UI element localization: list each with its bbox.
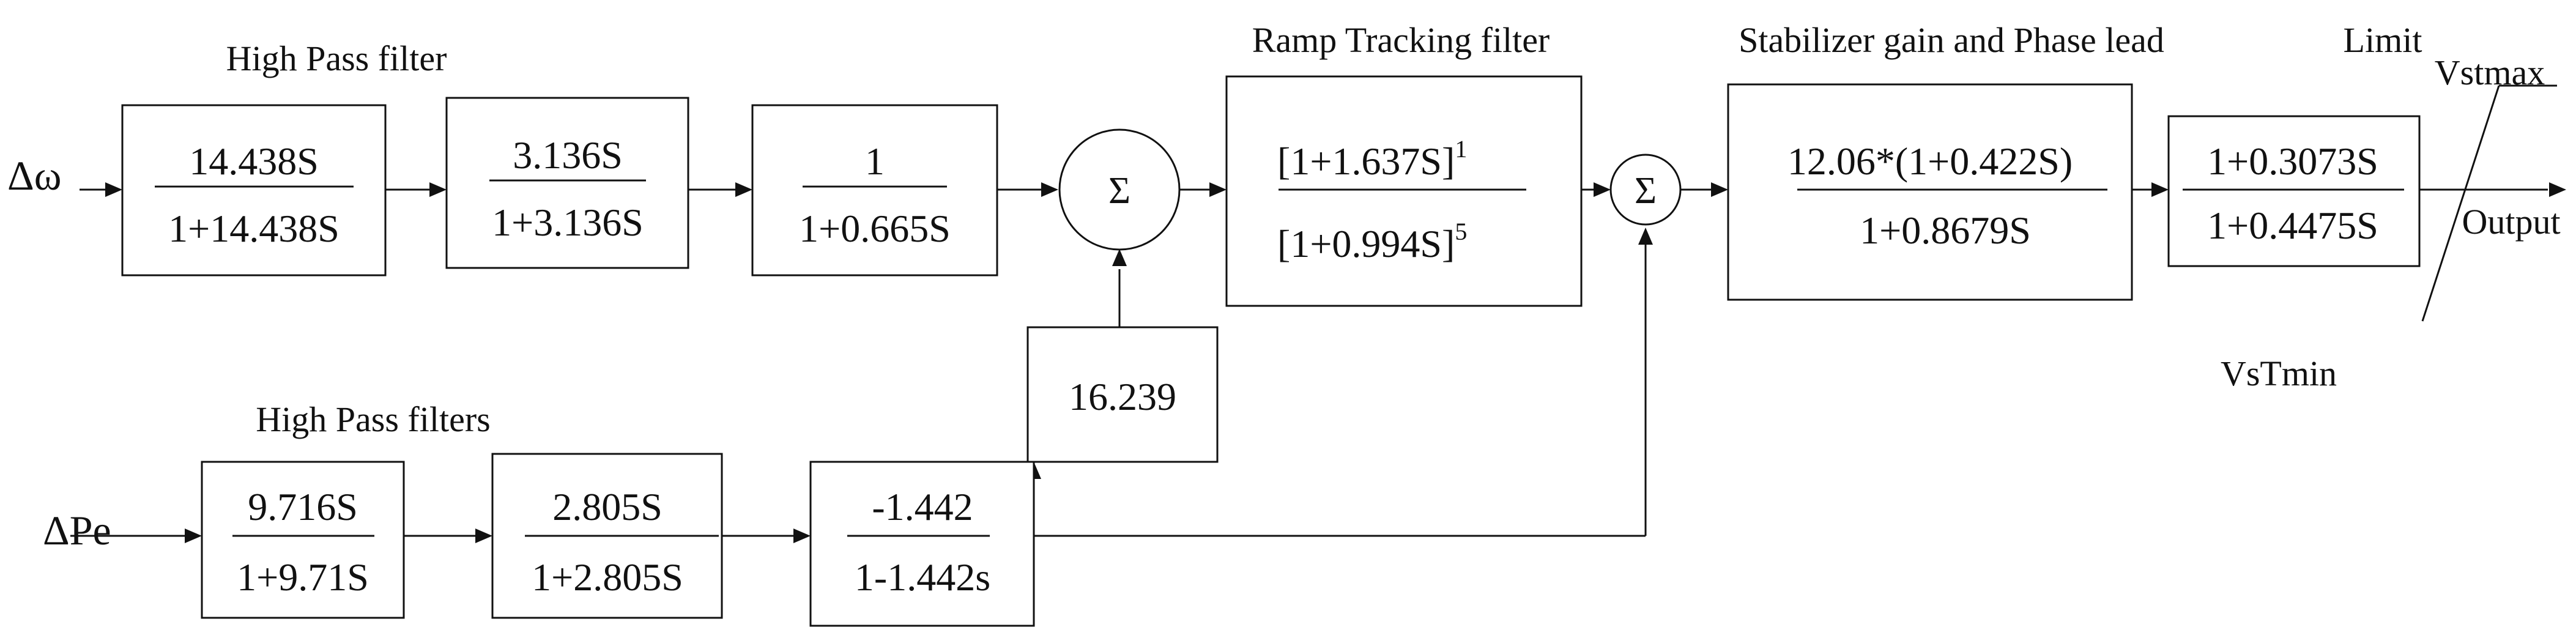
input-delta-omega: Δω: [7, 152, 62, 199]
hp1-denominator: 1+14.438S: [168, 207, 340, 250]
block-stabilizer-gain: 12.06*(1+0.422S) 1+0.8679S: [1727, 83, 2133, 301]
block-phase-lead: 1+0.3073S 1+0.4475S: [2167, 115, 2421, 267]
ramp-numerator: [1+1.637S]1: [1277, 135, 1467, 183]
neg-denominator: 1-1.442s: [855, 555, 990, 599]
block-ramp-tracking: [1+1.637S]1 [1+0.994S]5: [1225, 75, 1583, 307]
hpp2-numerator: 2.805S: [552, 485, 663, 529]
top-row-wires: [80, 182, 2566, 197]
summer-1: Σ: [1058, 128, 1181, 251]
block-high-pass-1: 14.438S 1+14.438S: [121, 104, 387, 276]
block-gain-16239: 16.239: [1026, 326, 1219, 463]
block-high-pass-2: 3.136S 1+3.136S: [445, 97, 689, 269]
block-high-pass-p2: 2.805S 1+2.805S: [491, 453, 723, 619]
label-high-pass-filter: High Pass filter: [226, 39, 447, 78]
hp1-numerator: 14.438S: [189, 139, 319, 183]
hpp1-denominator: 1+9.71S: [237, 555, 369, 599]
limit-max-label: Vstmax: [2435, 53, 2545, 92]
label-limit: Limit: [2344, 20, 2422, 60]
limiter-curve: [2421, 84, 2557, 322]
summer-1-symbol: Σ: [1108, 170, 1130, 212]
lag-denominator: 1+0.665S: [799, 207, 951, 250]
block-negative-gain: -1.442 1-1.442s: [809, 461, 1035, 627]
lead-numerator: 1+0.3073S: [2207, 139, 2378, 183]
ramp-denominator: [1+0.994S]5: [1277, 218, 1467, 265]
output-label: Output: [2462, 202, 2560, 242]
neg-numerator: -1.442: [872, 485, 973, 529]
block-high-pass-p1: 9.716S 1+9.71S: [201, 461, 405, 619]
lead-denominator: 1+0.4475S: [2207, 204, 2378, 247]
limit-min-label: VsTmin: [2221, 354, 2337, 393]
hpp2-denominator: 1+2.805S: [532, 555, 683, 599]
hpp1-numerator: 9.716S: [248, 485, 358, 529]
gain-value: 16.239: [1069, 375, 1176, 418]
stab-denominator: 1+0.8679S: [1860, 209, 2031, 252]
lag-numerator: 1: [865, 139, 885, 183]
hp2-denominator: 1+3.136S: [492, 201, 644, 244]
stab-numerator: 12.06*(1+0.422S): [1787, 139, 2073, 183]
input-delta-pe: ΔPe: [43, 507, 111, 554]
label-high-pass-filters: High Pass filters: [256, 399, 490, 439]
label-ramp-tracking-filter: Ramp Tracking filter: [1252, 20, 1550, 60]
summer-2: Σ: [1609, 154, 1682, 226]
block-lag: 1 1+0.665S: [751, 104, 998, 276]
label-stabilizer-gain-phase-lead: Stabilizer gain and Phase lead: [1739, 20, 2164, 60]
hp2-numerator: 3.136S: [513, 133, 623, 177]
summer-2-symbol: Σ: [1635, 170, 1657, 212]
